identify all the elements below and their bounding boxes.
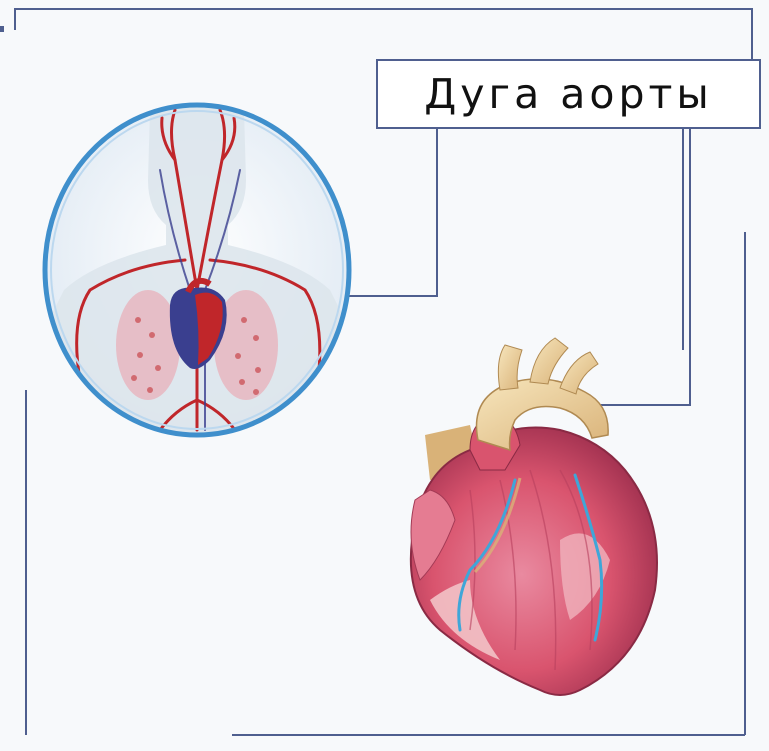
leader-line-to-heart bbox=[535, 129, 690, 405]
aortic-arch-label: Дуга аорты bbox=[424, 74, 712, 115]
anatomical-heart-icon bbox=[411, 338, 657, 695]
corner-mark bbox=[0, 26, 4, 32]
label-box: Дуга аорты bbox=[376, 59, 761, 129]
circulatory-system-icon bbox=[44, 99, 350, 440]
frame-top-bracket bbox=[15, 9, 752, 59]
